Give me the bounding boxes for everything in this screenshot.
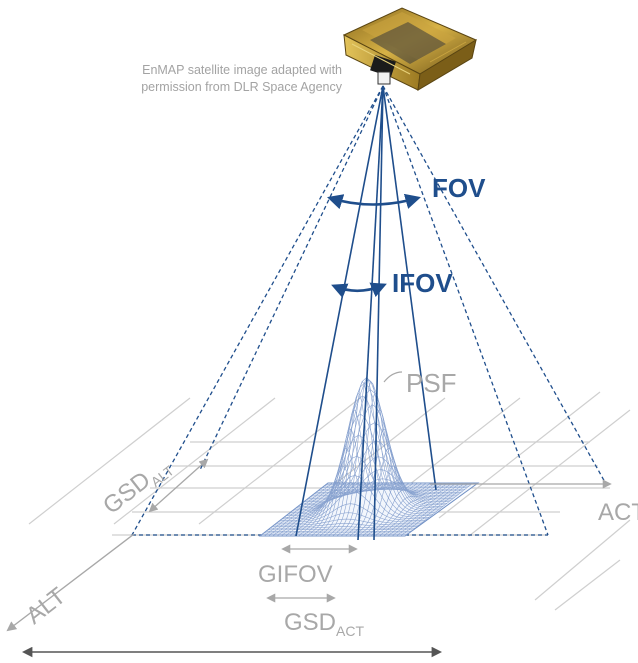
psf-surface: [258, 376, 480, 537]
ifov-label: IFOV: [392, 268, 453, 298]
psf-mesh-line: [287, 413, 434, 515]
ifov-rays: [295, 85, 437, 541]
act-label: ACT: [598, 499, 638, 526]
credit-line-2: permission from DLR Space Agency: [141, 80, 342, 94]
fov-rays: [131, 85, 607, 536]
gsd-alt-arrow: [148, 458, 209, 513]
grid-line: [28, 397, 191, 525]
grid-line: [554, 559, 621, 611]
psf-mesh-line: [300, 404, 445, 506]
psf-mesh-line: [268, 528, 413, 531]
psf-leader: [383, 371, 403, 383]
gsd-act-sub: ACT: [336, 623, 364, 639]
grid-line: [198, 397, 361, 525]
psf-mesh-line: [301, 422, 448, 504]
psf-mesh-line: [314, 487, 459, 495]
psf-mesh-line: [290, 395, 435, 513]
gsd-act-main: GSD: [284, 609, 336, 636]
grid-line: [438, 391, 601, 519]
gsd-act-label: GSDACT: [284, 609, 364, 639]
grid-line: [534, 519, 631, 601]
grid-line: [113, 397, 276, 525]
image-credit: EnMAP satellite image adapted with permi…: [72, 62, 342, 96]
credit-line-1: EnMAP satellite image adapted with: [142, 63, 342, 77]
gifov-label: GIFOV: [258, 561, 333, 588]
ground-grid: [28, 391, 631, 611]
psf-mesh-line: [306, 456, 451, 501]
psf-mesh-line: [286, 434, 431, 516]
psf-mesh-line: [310, 478, 455, 498]
psf-mesh-line: [318, 489, 463, 492]
psf-label: PSF: [406, 368, 457, 398]
grid-line: [468, 409, 631, 537]
fov-label: FOV: [432, 173, 486, 203]
alt-axis-arrow: [6, 533, 135, 632]
psf-mesh-line: [276, 512, 421, 524]
psf-mesh-line: [297, 389, 444, 507]
psf-mesh-line: [320, 488, 465, 490]
ifov-arc: [331, 282, 387, 298]
satellite-image: [342, 7, 478, 91]
psf-mesh-line: [280, 491, 425, 521]
psf-mesh-line: [272, 523, 417, 527]
psf-mesh-line: [308, 469, 453, 499]
psf-mesh-line: [270, 526, 415, 529]
psf-mesh-line: [292, 382, 437, 512]
alt-label-text: ALT: [21, 582, 71, 629]
psf-mesh-line: [296, 379, 441, 509]
fov-arc: [327, 193, 422, 210]
alt-label: ALT: [21, 582, 71, 629]
psf-mesh-line: [278, 503, 423, 523]
